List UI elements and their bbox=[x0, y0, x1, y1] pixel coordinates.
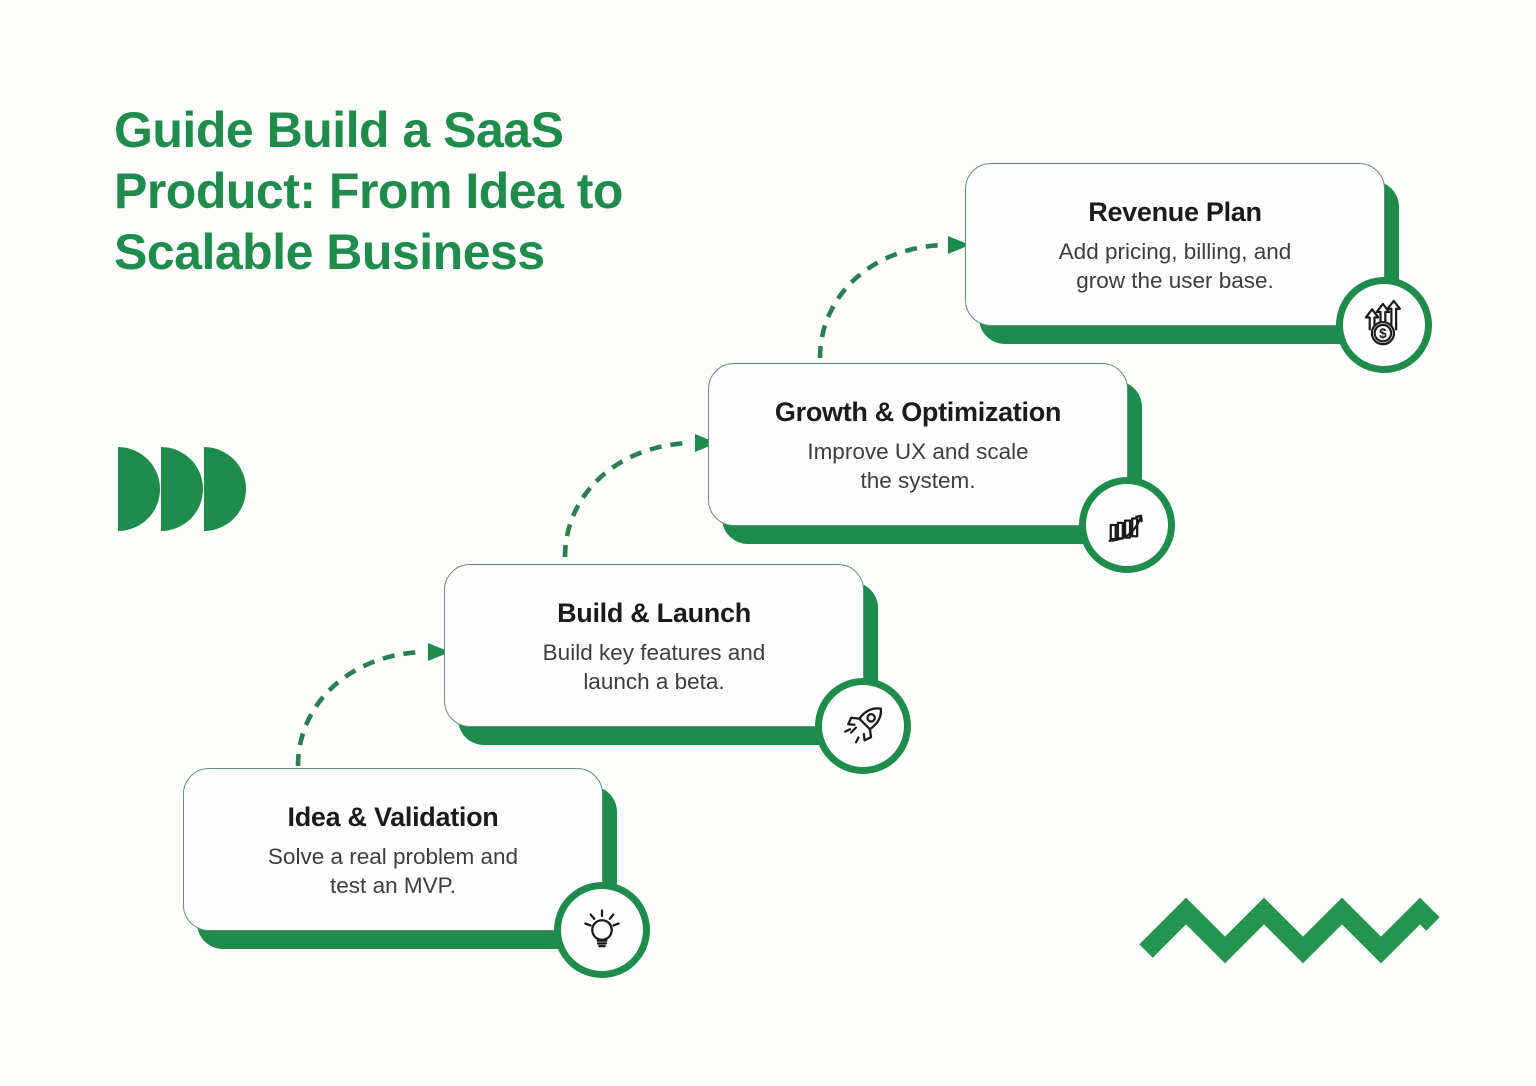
step-description-line: test an MVP. bbox=[330, 873, 456, 899]
arrow-step1-to-step2 bbox=[295, 649, 425, 767]
half-circle-shape bbox=[118, 447, 160, 531]
step-description-line: grow the user base. bbox=[1076, 268, 1274, 294]
arrow-step3-to-step4 bbox=[817, 242, 945, 359]
step-title: Build & Launch bbox=[557, 598, 751, 628]
step-description: Add pricing, billing, and grow the user … bbox=[966, 237, 1384, 296]
step-card-growth-optimization: Growth & Optimization Improve UX and sca… bbox=[708, 363, 1175, 573]
step-description: Improve UX and scale the system. bbox=[709, 437, 1127, 496]
arrow-step2-to-step3 bbox=[562, 440, 692, 558]
step-description-line: Add pricing, billing, and bbox=[1058, 239, 1292, 264]
step-card-build-launch: Build & Launch Build key features and la… bbox=[444, 564, 911, 774]
step-description: Build key features and launch a beta. bbox=[445, 638, 863, 697]
step-description-line: Build key features and bbox=[542, 640, 766, 665]
half-circles-decoration bbox=[118, 447, 246, 531]
card: Build & Launch Build key features and la… bbox=[444, 564, 911, 774]
step-description-line: launch a beta. bbox=[583, 669, 725, 695]
step-description-line: Solve a real problem and bbox=[267, 844, 519, 869]
half-circle-shape bbox=[161, 447, 203, 531]
step-card-revenue-plan: Revenue Plan Add pricing, billing, and g… bbox=[965, 163, 1432, 373]
step-title: Growth & Optimization bbox=[774, 397, 1062, 427]
step-title: Idea & Validation bbox=[287, 802, 499, 832]
card: Idea & Validation Solve a real problem a… bbox=[183, 768, 650, 978]
half-circle-shape bbox=[204, 447, 246, 531]
svg-text:$: $ bbox=[1379, 326, 1387, 341]
step-description-line: the system. bbox=[860, 468, 976, 494]
step-description-line: Improve UX and scale bbox=[807, 439, 1029, 464]
rocket-icon bbox=[815, 678, 911, 774]
step-card-idea-validation: Idea & Validation Solve a real problem a… bbox=[183, 768, 650, 978]
card: Revenue Plan Add pricing, billing, and g… bbox=[965, 163, 1432, 373]
card: Growth & Optimization Improve UX and sca… bbox=[708, 363, 1175, 573]
dollar-growth-icon: $ bbox=[1336, 277, 1432, 373]
step-title: Revenue Plan bbox=[1088, 197, 1262, 227]
step-description: Solve a real problem and test an MVP. bbox=[184, 842, 602, 901]
bar-chart-growth-icon bbox=[1079, 477, 1175, 573]
lightbulb-icon bbox=[554, 882, 650, 978]
page-title: Guide Build a SaaS Product: From Idea to… bbox=[114, 102, 623, 280]
